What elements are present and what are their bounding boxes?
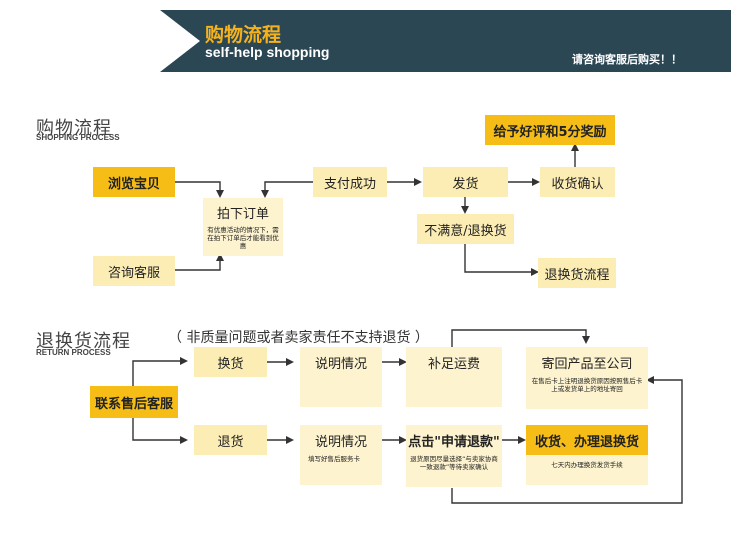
explain-step-refund-label: 说明情况 xyxy=(314,434,367,450)
postage-step-label: 补足运费 xyxy=(427,356,480,372)
unsatisfied-step: 不满意/退换货 xyxy=(417,214,514,244)
receive-step: 收货、办理退换货 七天内办理换货发货手续 xyxy=(526,425,648,485)
ship-step: 发货 xyxy=(423,167,508,197)
explain-step-refund-note: 填写好售后服务卡 xyxy=(308,455,360,463)
return-flow-step: 退换货流程 xyxy=(538,258,616,288)
apply-refund-step-label: 点击"申请退款" xyxy=(408,434,500,450)
refund-step: 退货 xyxy=(194,425,267,455)
exchange-step: 换货 xyxy=(194,347,267,377)
shopping-section-title: 购物流程 xyxy=(36,118,112,139)
browse-step: 浏览宝贝 xyxy=(93,167,175,197)
paid-step: 支付成功 xyxy=(313,167,387,197)
order-step: 拍下订单 有优惠活动的情况下，需在拍下订单后才能看到优惠 xyxy=(203,198,283,256)
explain-step-refund: 说明情况 填写好售后服务卡 xyxy=(300,425,382,485)
banner-title: 购物流程 xyxy=(205,24,282,46)
apply-refund-step: 点击"申请退款" 退货原因尽量选择“与卖家协商一致退款”等待卖家确认 xyxy=(406,425,502,487)
banner-note: 请咨询客服后购买！！ xyxy=(572,53,682,66)
confirm-step: 收货确认 xyxy=(540,167,615,197)
send-back-step-label: 寄回产品至公司 xyxy=(541,356,633,372)
banner-subtitle: self-help shopping xyxy=(205,44,330,60)
postage-step: 补足运费 xyxy=(406,347,502,407)
shopping-section-subtitle: SHOPPING PROCESS xyxy=(36,133,120,142)
return-section-subtitle: RETURN PROCESS xyxy=(36,348,111,357)
contact-support-step: 联系售后客服 xyxy=(90,386,178,418)
order-step-label: 拍下订单 xyxy=(216,206,269,222)
consult-step: 咨询客服 xyxy=(93,256,175,286)
order-step-note: 有优惠活动的情况下，需在拍下订单后才能看到优惠 xyxy=(207,226,279,250)
explain-step-exchange: 说明情况 xyxy=(300,347,382,407)
apply-refund-step-note: 退货原因尽量选择“与卖家协商一致退款”等待卖家确认 xyxy=(410,455,498,471)
send-back-step: 寄回产品至公司 在售后卡上注明退换货原因按照售后卡上或发货单上的地址寄回 xyxy=(526,347,648,409)
send-back-step-note: 在售后卡上注明退换货原因按照售后卡上或发货单上的地址寄回 xyxy=(531,377,643,393)
header-banner xyxy=(160,10,731,72)
reward-step: 给予好评和5分奖励 xyxy=(485,115,615,145)
return-section-title: 退换货流程 xyxy=(36,331,131,352)
receive-step-label: 收货、办理退换货 xyxy=(526,425,648,455)
receive-step-note: 七天内办理换货发货手续 xyxy=(551,461,623,469)
return-policy-note: （ 非质量问题或者卖家责任不支持退货 ） xyxy=(168,330,429,346)
explain-step-exchange-label: 说明情况 xyxy=(314,356,367,372)
